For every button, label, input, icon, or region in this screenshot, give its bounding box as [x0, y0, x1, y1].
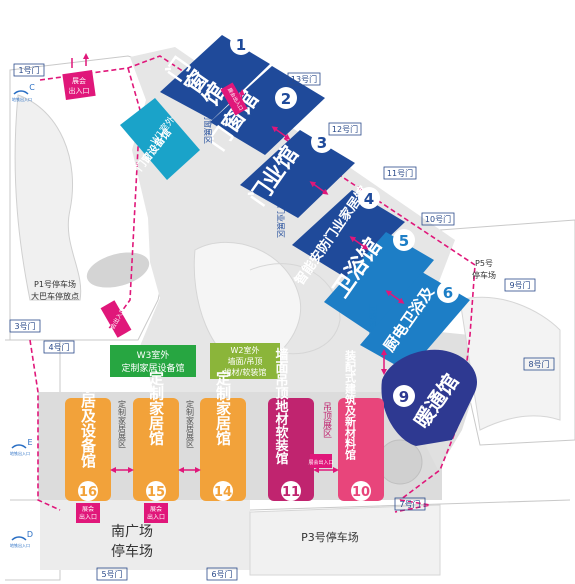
- hall-3-zone: 门业展区: [276, 206, 286, 238]
- zone-11-10: 吊顶展区: [321, 402, 332, 438]
- outdoor-w3[interactable]: W3室外 定制家居设备馆: [110, 345, 196, 377]
- svg-text:停车场: 停车场: [472, 270, 496, 280]
- svg-text:地铁出入口: 地铁出入口: [10, 450, 30, 456]
- svg-text:12号门: 12号门: [332, 124, 358, 134]
- gate-13[interactable]: 13号门: [287, 72, 321, 86]
- entrance-bottom-16[interactable]: 展会 出入口: [76, 503, 100, 523]
- hall-14-name: 定制家居馆: [214, 370, 232, 447]
- entrance-top[interactable]: 展会 出入口: [62, 56, 96, 100]
- gate-1[interactable]: 1号门: [13, 63, 45, 77]
- hall-15[interactable]: 定制家居馆 15: [133, 370, 179, 501]
- gate-11[interactable]: 11号门: [383, 166, 417, 180]
- hall-9-number: 9: [399, 388, 409, 406]
- svg-text:P5号: P5号: [475, 259, 493, 268]
- zone-16-15: 定制家居展区: [118, 399, 127, 448]
- entrance-b11-label: 展会出入口: [308, 459, 333, 466]
- hall-14-number: 14: [214, 485, 232, 500]
- svg-text:C: C: [29, 83, 35, 92]
- hall-6[interactable]: 6 厨电卫浴及: [360, 272, 470, 372]
- gate-6[interactable]: 6号门: [206, 567, 238, 581]
- hall-5-number: 5: [399, 232, 409, 250]
- hall-15-number: 15: [147, 485, 165, 500]
- hall-15-name: 定制家居馆: [147, 370, 165, 447]
- hall-14[interactable]: 定制家居馆 14: [200, 370, 246, 501]
- parking-p5: P5号 停车场: [472, 259, 496, 280]
- entrance-bottom-11[interactable]: 展会出入口: [308, 454, 334, 468]
- parking-p1: P1号停车场 大巴车停放点: [31, 279, 79, 301]
- gates: 1号门 3号门 4号门 5号门 6号门 7号门 8号门 9号门 10号门 11号…: [9, 63, 555, 581]
- hall-10-name: 装配式建筑及新材料馆: [344, 349, 358, 461]
- svg-text:9号门: 9号门: [509, 280, 530, 290]
- svg-text:11号门: 11号门: [387, 168, 413, 178]
- svg-text:P1号停车场: P1号停车场: [34, 279, 76, 289]
- entrance-b15-line1: 展会: [150, 505, 162, 513]
- entrance-top-line1: 展会: [72, 76, 86, 85]
- entrance-top-line2: 出入口: [69, 86, 90, 95]
- svg-text:5号门: 5号门: [101, 569, 122, 579]
- subway-entry-c[interactable]: C 地铁出入口: [12, 83, 35, 102]
- w2-title: W2室外: [231, 345, 260, 355]
- hall-3-number: 3: [317, 134, 327, 152]
- gate-9[interactable]: 9号门: [504, 278, 536, 292]
- svg-text:P3号停车场: P3号停车场: [301, 530, 359, 544]
- svg-text:停车场: 停车场: [111, 543, 153, 560]
- svg-text:8号门: 8号门: [528, 359, 549, 369]
- svg-text:地铁出入口: 地铁出入口: [10, 542, 30, 548]
- svg-text:大巴车停放点: 大巴车停放点: [31, 291, 79, 301]
- gate-8[interactable]: 8号门: [523, 357, 555, 371]
- hall-16-number: 16: [79, 485, 97, 500]
- gate-12[interactable]: 12号门: [328, 122, 362, 136]
- subway-entry-e[interactable]: E 地铁出入口: [10, 438, 33, 456]
- svg-text:1号门: 1号门: [18, 65, 39, 75]
- entrance-b16-line2: 出入口: [79, 513, 97, 521]
- hall-2-number: 2: [281, 90, 291, 108]
- hall-16-name: 定制家居及设备馆: [79, 347, 97, 469]
- outdoor-w1[interactable]: W1室外 门窗设备馆: [120, 98, 200, 180]
- entrance-mid[interactable]: 展会出入口: [100, 300, 132, 338]
- svg-text:地铁出入口: 地铁出入口: [12, 96, 32, 102]
- hall-10-number: 10: [352, 485, 370, 500]
- hall-10[interactable]: 装配式建筑及新材料馆 10: [338, 349, 384, 501]
- subway-entry-d[interactable]: D 地铁出入口: [10, 530, 33, 548]
- entrance-b16-line1: 展会: [82, 505, 94, 513]
- hall-16[interactable]: 定制家居及设备馆 16: [65, 347, 111, 501]
- svg-text:E: E: [27, 438, 32, 447]
- gate-3[interactable]: 3号门: [9, 319, 41, 333]
- zone-15-14: 定制家居展区: [186, 399, 195, 448]
- svg-text:4号门: 4号门: [48, 342, 69, 352]
- entrance-b15-line2: 出入口: [147, 513, 165, 521]
- hall-4-number: 4: [364, 190, 374, 208]
- svg-text:南广场: 南广场: [111, 524, 153, 540]
- landscape: [14, 94, 561, 485]
- svg-text:7号门: 7号门: [399, 499, 420, 509]
- gate-5[interactable]: 5号门: [96, 567, 128, 581]
- entrance-bottom-15[interactable]: 展会 出入口: [144, 503, 168, 523]
- w2-line1: 墙面/吊顶: [228, 356, 263, 366]
- svg-text:D: D: [27, 530, 33, 539]
- hall-9[interactable]: 9 暖通馆: [381, 349, 478, 446]
- gate-7[interactable]: 7号门: [394, 497, 426, 511]
- gate-10[interactable]: 10号门: [421, 212, 455, 226]
- outdoor-w2[interactable]: W2室外 墙面/吊顶 地材/软装馆: [210, 343, 280, 379]
- zone-labels: 定制家居展区 定制家居展区 吊顶展区: [118, 399, 332, 448]
- svg-text:10号门: 10号门: [425, 214, 451, 224]
- svg-text:6号门: 6号门: [211, 569, 232, 579]
- svg-text:3号门: 3号门: [14, 321, 35, 331]
- w2-line2: 地材/软装馆: [224, 367, 267, 377]
- hall-6-number: 6: [443, 284, 453, 302]
- hall-5-zone: 卫浴展区: [368, 304, 378, 336]
- w3-title: W3室外: [137, 349, 170, 361]
- hall-11[interactable]: 墙面吊顶地材软装馆 11: [268, 347, 314, 501]
- hall-1-number: 1: [236, 36, 246, 54]
- gate-4[interactable]: 4号门: [43, 340, 75, 354]
- hall-11-name: 墙面吊顶地材软装馆: [273, 347, 290, 466]
- hall-11-number: 11: [282, 485, 300, 500]
- parking-p3: P3号停车场: [301, 530, 359, 544]
- svg-text:13号门: 13号门: [291, 74, 317, 84]
- w3-subtitle: 定制家居设备馆: [121, 362, 184, 374]
- hall-2-zone: 门窗展区: [203, 112, 213, 144]
- parking-south: 南广场 停车场: [111, 524, 153, 560]
